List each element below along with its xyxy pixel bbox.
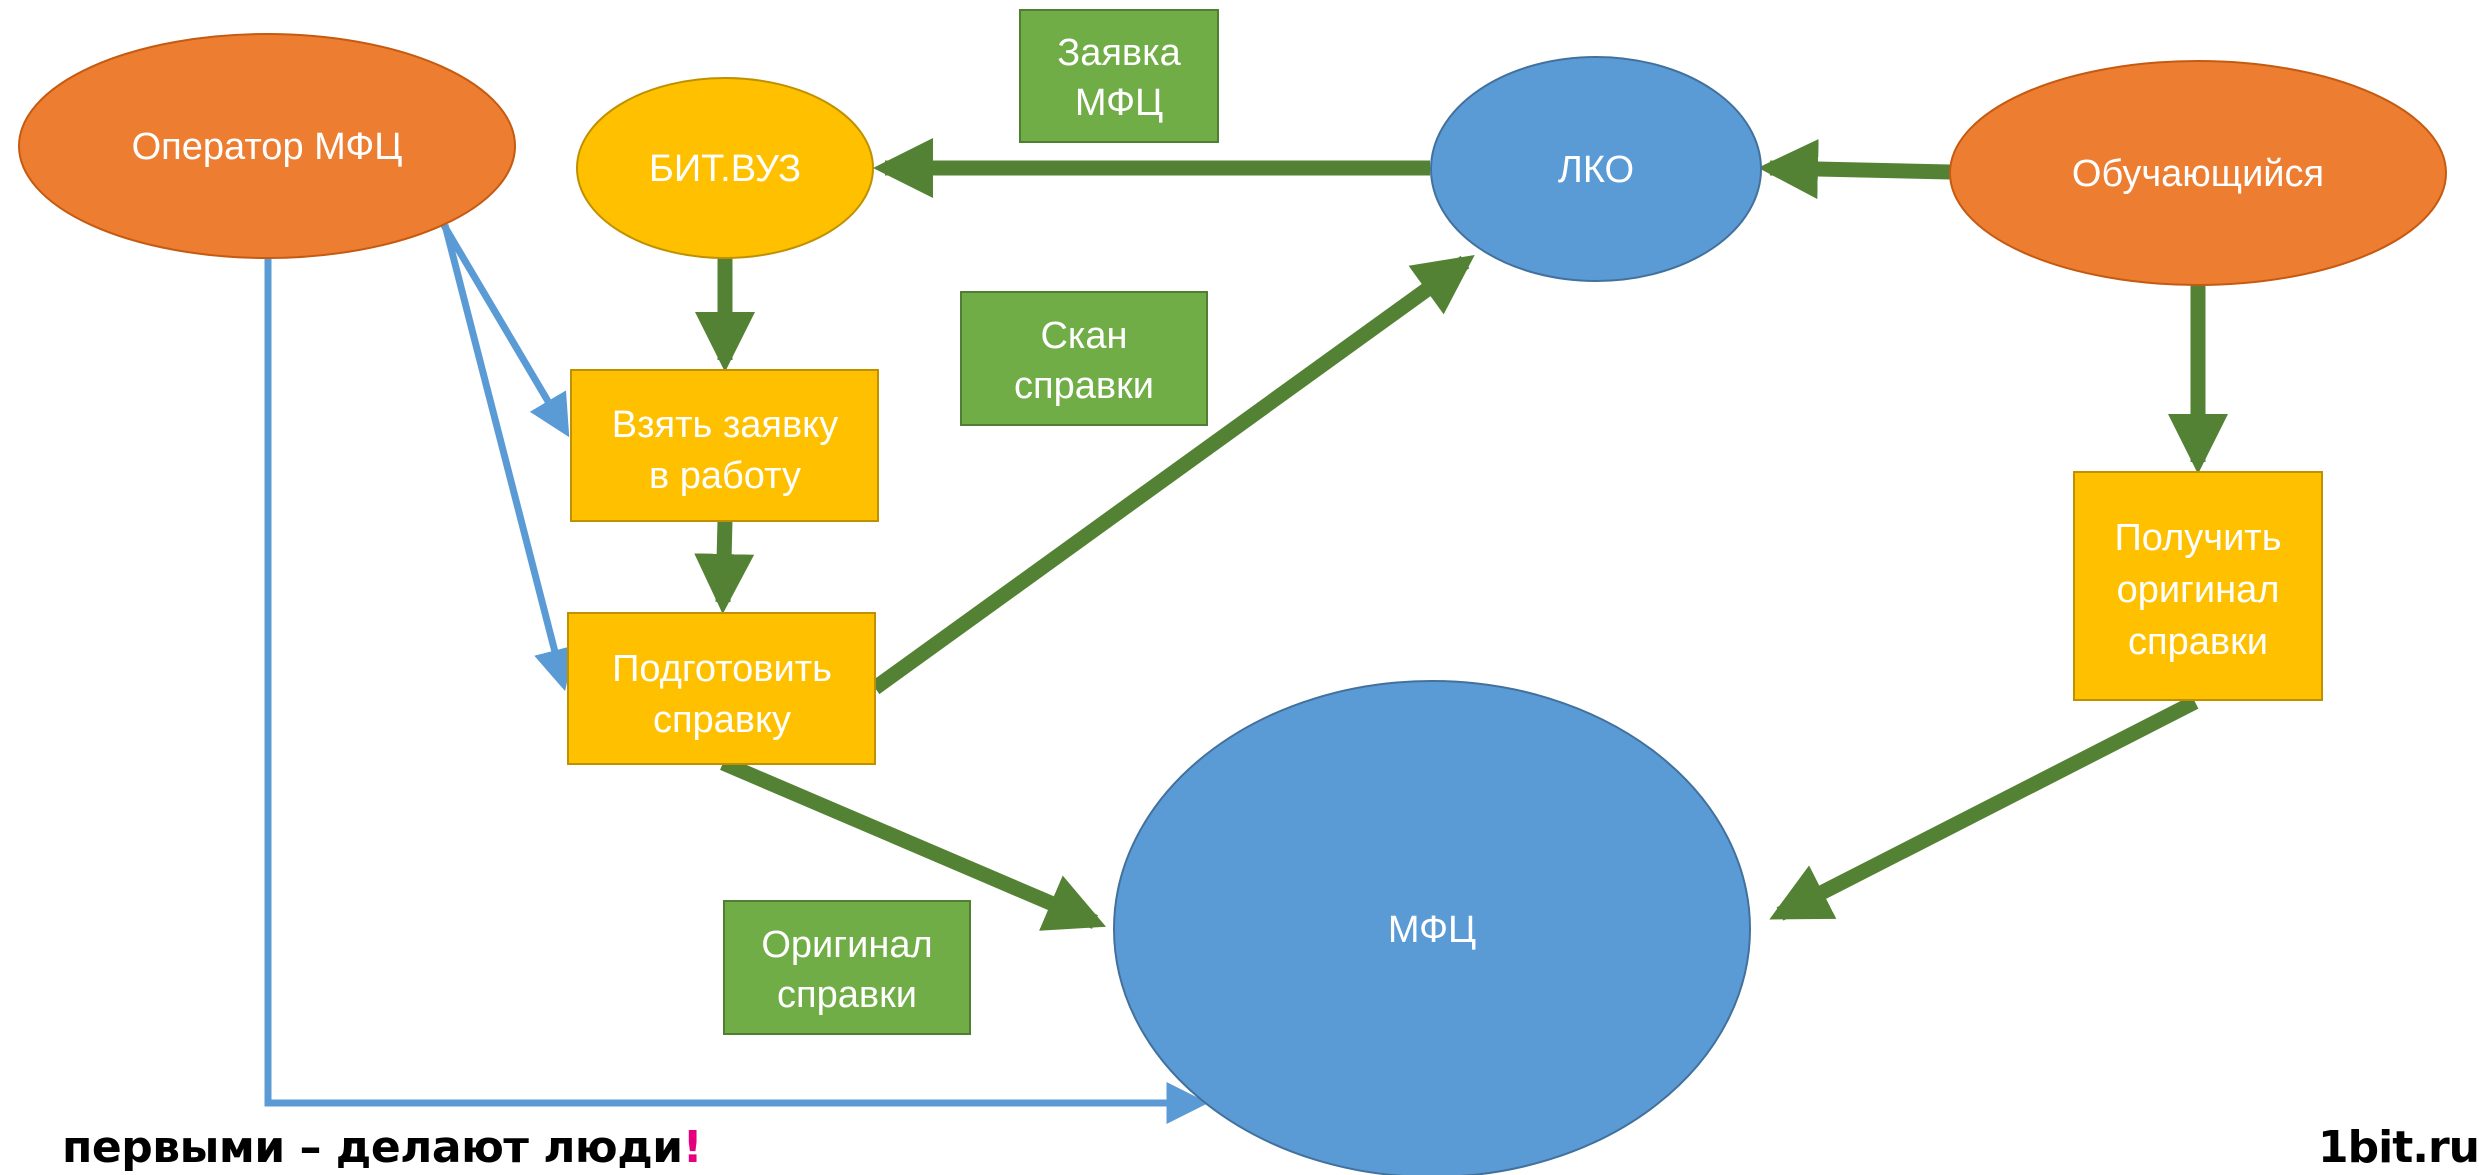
node-take-request-line1: Взять заявку <box>612 404 838 446</box>
node-prepare-cert-line1: Подготовить <box>612 648 832 690</box>
node-get-original: Получить оригинал справки <box>2073 471 2323 701</box>
footer-slogan-text: первыми – делают люди <box>62 1122 683 1173</box>
label-scan-cert: Скан справки <box>960 291 1208 426</box>
label-original-cert-line2: справки <box>777 974 917 1016</box>
node-bit-vuz: БИТ.ВУЗ <box>576 77 874 259</box>
node-operator-label: Оператор МФЦ <box>132 126 403 168</box>
node-take-request: Взять заявку в работу <box>570 369 879 522</box>
node-mfc: МФЦ <box>1113 680 1751 1175</box>
node-student-label: Обучающийся <box>2072 153 2324 195</box>
arrow-operator-to-mfc <box>264 255 1209 1124</box>
label-scan-cert-line2: справки <box>1014 365 1154 407</box>
node-lko: ЛКО <box>1430 56 1762 282</box>
label-original-cert: Оригинал справки <box>723 900 971 1035</box>
green-connectors <box>694 138 2228 931</box>
node-get-original-line3: справки <box>2128 621 2268 663</box>
brand-logo[interactable]: 1bit.ru <box>2318 1122 2479 1173</box>
arrow-take-request-to-prepare <box>694 519 755 614</box>
footer-slogan-mark: ! <box>682 1122 703 1173</box>
label-request-mfc-line1: Заявка <box>1057 32 1181 74</box>
node-get-original-line1: Получить <box>2114 517 2281 559</box>
node-prepare-cert-line2: справку <box>653 699 791 741</box>
arrow-operator-to-take-request <box>438 220 570 438</box>
node-lko-label: ЛКО <box>1558 149 1634 191</box>
node-get-original-line2: оригинал <box>2117 569 2280 611</box>
arrow-prepare-to-lko <box>870 254 1475 695</box>
node-prepare-cert: Подготовить справку <box>567 612 876 765</box>
node-student: Обучающийся <box>1949 60 2447 286</box>
node-take-request-line2: в работу <box>649 455 801 497</box>
label-scan-cert-line1: Скан <box>1040 315 1127 357</box>
label-original-cert-line1: Оригинал <box>761 924 932 966</box>
footer-slogan: первыми – делают люди! <box>62 1122 703 1173</box>
label-request-mfc: Заявка МФЦ <box>1019 9 1219 143</box>
blue-connectors <box>264 220 1209 1124</box>
label-request-mfc-line2: МФЦ <box>1075 82 1163 124</box>
arrow-prepare-to-mfc <box>720 756 1107 931</box>
arrow-operator-to-prepare-cert <box>441 224 575 692</box>
arrow-get-original-to-mfc <box>1769 695 2199 921</box>
node-mfc-label: МФЦ <box>1388 909 1476 951</box>
node-bitvuz-label: БИТ.ВУЗ <box>649 148 801 190</box>
arrow-student-to-lko <box>1758 139 1951 200</box>
node-operator-mfc: Оператор МФЦ <box>18 33 516 259</box>
